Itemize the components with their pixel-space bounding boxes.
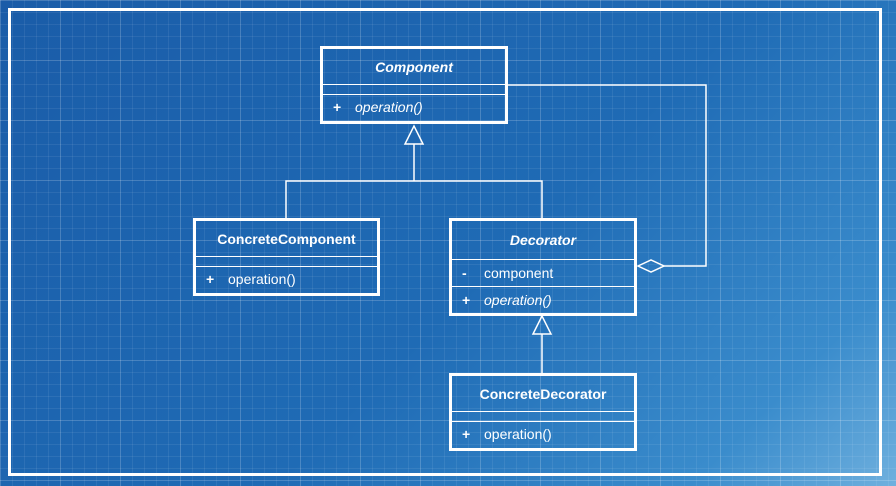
attribute-label: component bbox=[484, 265, 554, 281]
attributes-section bbox=[323, 85, 505, 95]
operations-section: + operation() bbox=[452, 422, 634, 446]
operations-section: + operation() bbox=[196, 267, 377, 291]
class-name: ConcreteDecorator bbox=[452, 376, 634, 412]
visibility-marker: + bbox=[206, 271, 215, 287]
operation-label: operation() bbox=[484, 292, 552, 308]
class-concrete-decorator: ConcreteDecorator + operation() bbox=[449, 373, 637, 451]
attributes-section bbox=[196, 257, 377, 267]
inheritance-arrow-icon bbox=[403, 124, 425, 145]
operation-label: operation() bbox=[228, 271, 296, 287]
visibility-marker: - bbox=[462, 265, 467, 281]
blueprint-frame bbox=[8, 8, 882, 476]
operations-section: + operation() bbox=[452, 287, 634, 313]
visibility-marker: + bbox=[333, 99, 342, 115]
visibility-marker: + bbox=[462, 292, 471, 308]
operation-label: operation() bbox=[484, 426, 552, 442]
operations-section: + operation() bbox=[323, 95, 505, 119]
class-name: ConcreteComponent bbox=[196, 221, 377, 257]
inheritance-arrow-icon bbox=[531, 314, 553, 335]
class-component: Component + operation() bbox=[320, 46, 508, 124]
class-name: Decorator bbox=[452, 221, 634, 260]
aggregation-connector bbox=[508, 84, 707, 267]
attributes-section bbox=[452, 412, 634, 422]
class-decorator: Decorator - component + operation() bbox=[449, 218, 637, 316]
attributes-section: - component bbox=[452, 260, 634, 287]
class-concrete-component: ConcreteComponent + operation() bbox=[193, 218, 380, 296]
class-name: Component bbox=[323, 49, 505, 85]
operation-label: operation() bbox=[355, 99, 423, 115]
aggregation-diamond-icon bbox=[636, 259, 666, 273]
generalization-connector bbox=[285, 180, 543, 218]
visibility-marker: + bbox=[462, 426, 471, 442]
